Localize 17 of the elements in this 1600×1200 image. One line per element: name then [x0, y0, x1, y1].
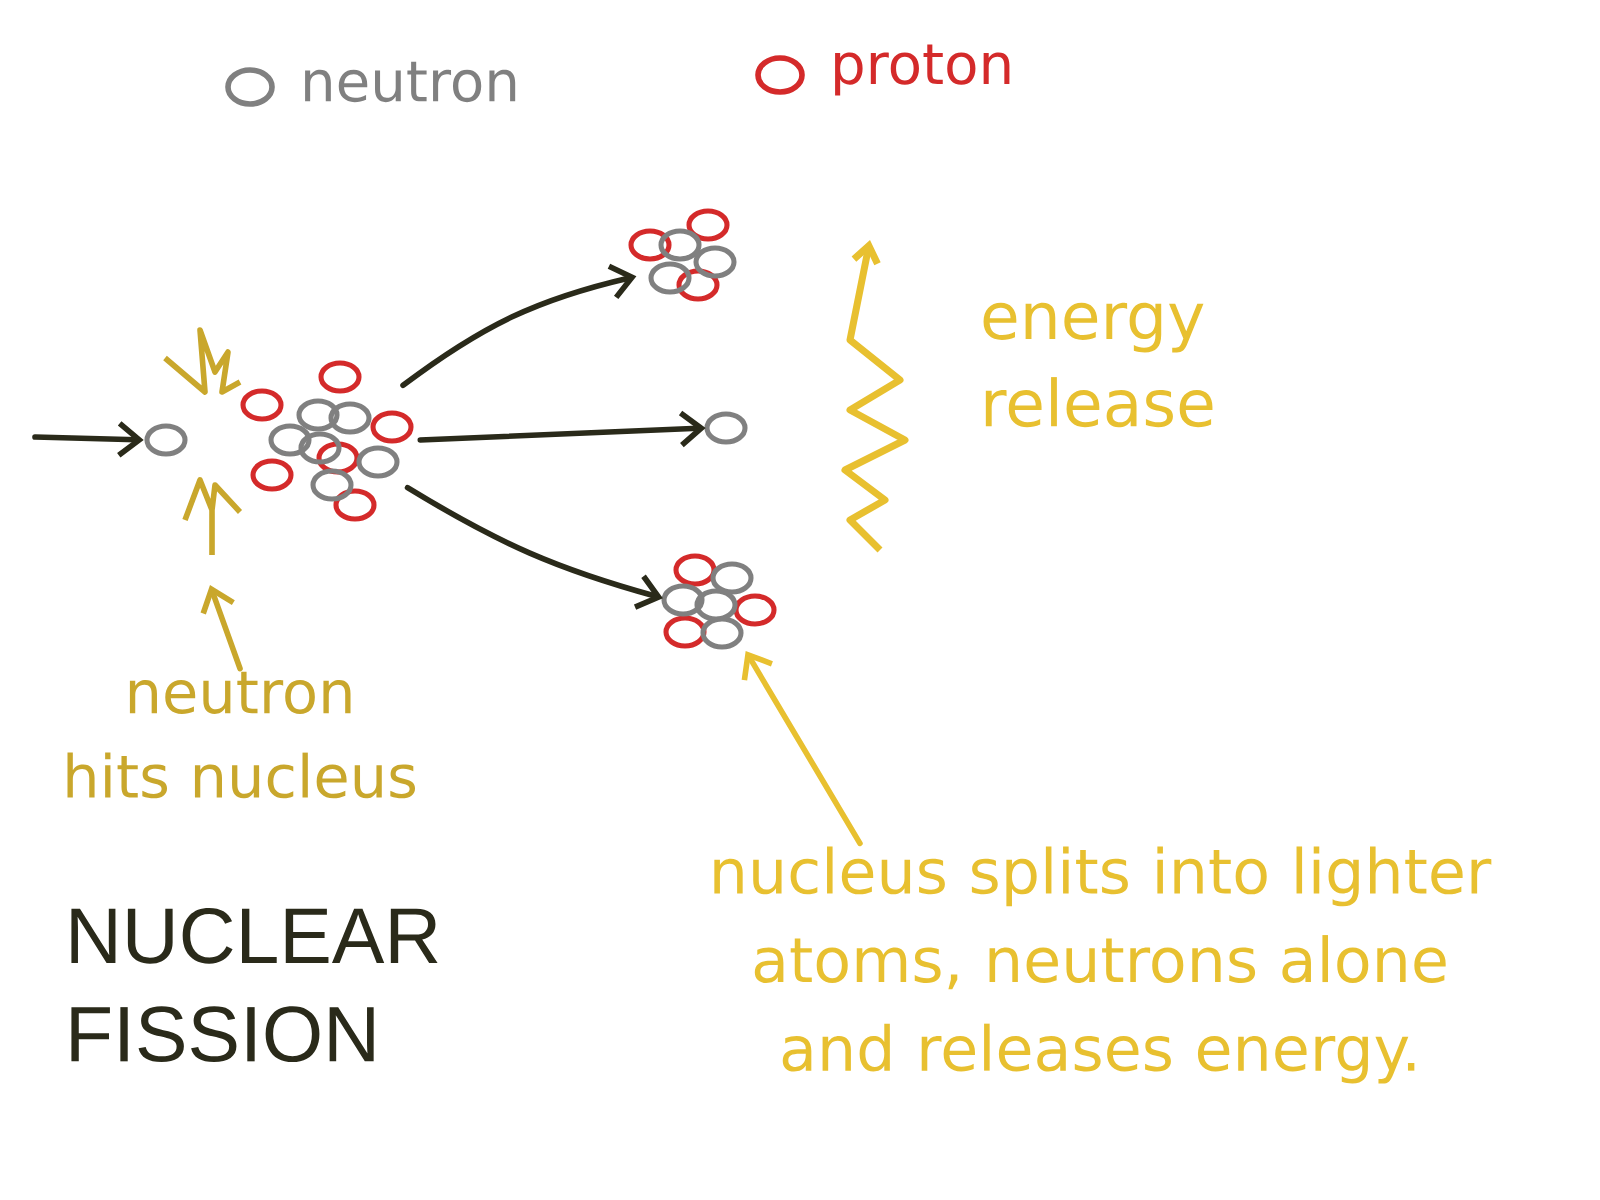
annotation-text: neutron hits nucleus — [67, 671, 415, 799]
legend-label: proton — [835, 44, 1010, 96]
annotation-text: energy release — [983, 302, 1213, 428]
legend-label: neutron — [305, 61, 516, 103]
arrow — [417, 410, 706, 448]
nucleus-drawing — [628, 208, 737, 302]
neutron — [704, 411, 748, 445]
annotation-text: nucleus splits into lighter atoms, neutrons alone and releases energy. — [714, 846, 1492, 1084]
title: NUCLEAR FISSION — [71, 907, 438, 1063]
arrow — [404, 484, 663, 610]
arrow — [400, 263, 637, 389]
neutron — [144, 423, 188, 457]
arrow — [200, 585, 243, 672]
nucleus-drawing — [661, 553, 777, 650]
nucleus-drawing — [240, 360, 414, 522]
arrow — [32, 421, 144, 458]
arrow — [741, 650, 863, 847]
